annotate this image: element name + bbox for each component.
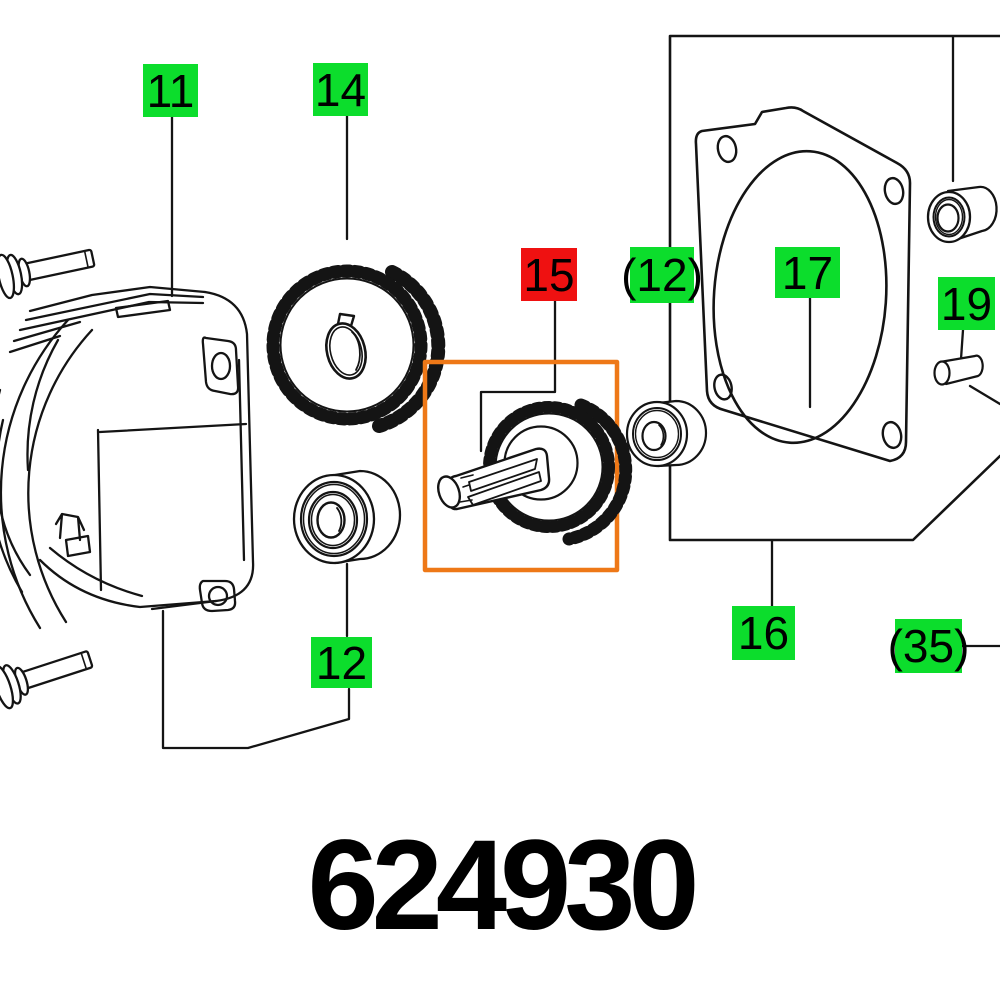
label-12[interactable]: 12	[311, 637, 372, 688]
bushing-drawing	[926, 185, 998, 244]
label-15-highlighted[interactable]: 15	[521, 248, 577, 301]
ball-bearing-drawing	[292, 469, 402, 565]
label-19-text: 19	[940, 277, 993, 330]
pin-drawing	[933, 354, 984, 386]
leader-lines	[161, 35, 1000, 750]
label-12-paren[interactable]: (12)	[621, 247, 703, 303]
label-16[interactable]: 16	[732, 606, 795, 660]
part-number: 624930	[307, 814, 699, 957]
label-12-text: 12	[315, 636, 368, 689]
pinion-gear-shaft-drawing	[437, 398, 633, 546]
label-12-paren-text: (12)	[621, 249, 703, 301]
label-15-text: 15	[523, 248, 575, 301]
label-16-text: 16	[737, 607, 790, 659]
screw-top-drawing	[0, 248, 96, 300]
ball-bearing-small-drawing	[625, 399, 708, 468]
label-11-text: 11	[146, 64, 195, 117]
cover-gasket-drawing	[694, 106, 912, 463]
label-17-text: 17	[781, 246, 834, 299]
screw-bottom-drawing	[0, 650, 94, 710]
helical-gear-drawing	[266, 264, 446, 433]
label-11[interactable]: 11	[143, 64, 198, 117]
label-17[interactable]: 17	[775, 247, 840, 298]
highlight-box	[422, 359, 620, 573]
label-35-paren-text: (35)	[887, 620, 970, 672]
label-19[interactable]: 19	[938, 277, 995, 330]
motor-housing-drawing	[0, 285, 255, 630]
label-14-text: 14	[314, 63, 367, 116]
label-14[interactable]: 14	[313, 63, 368, 116]
label-35-paren[interactable]: (35)	[888, 619, 969, 673]
